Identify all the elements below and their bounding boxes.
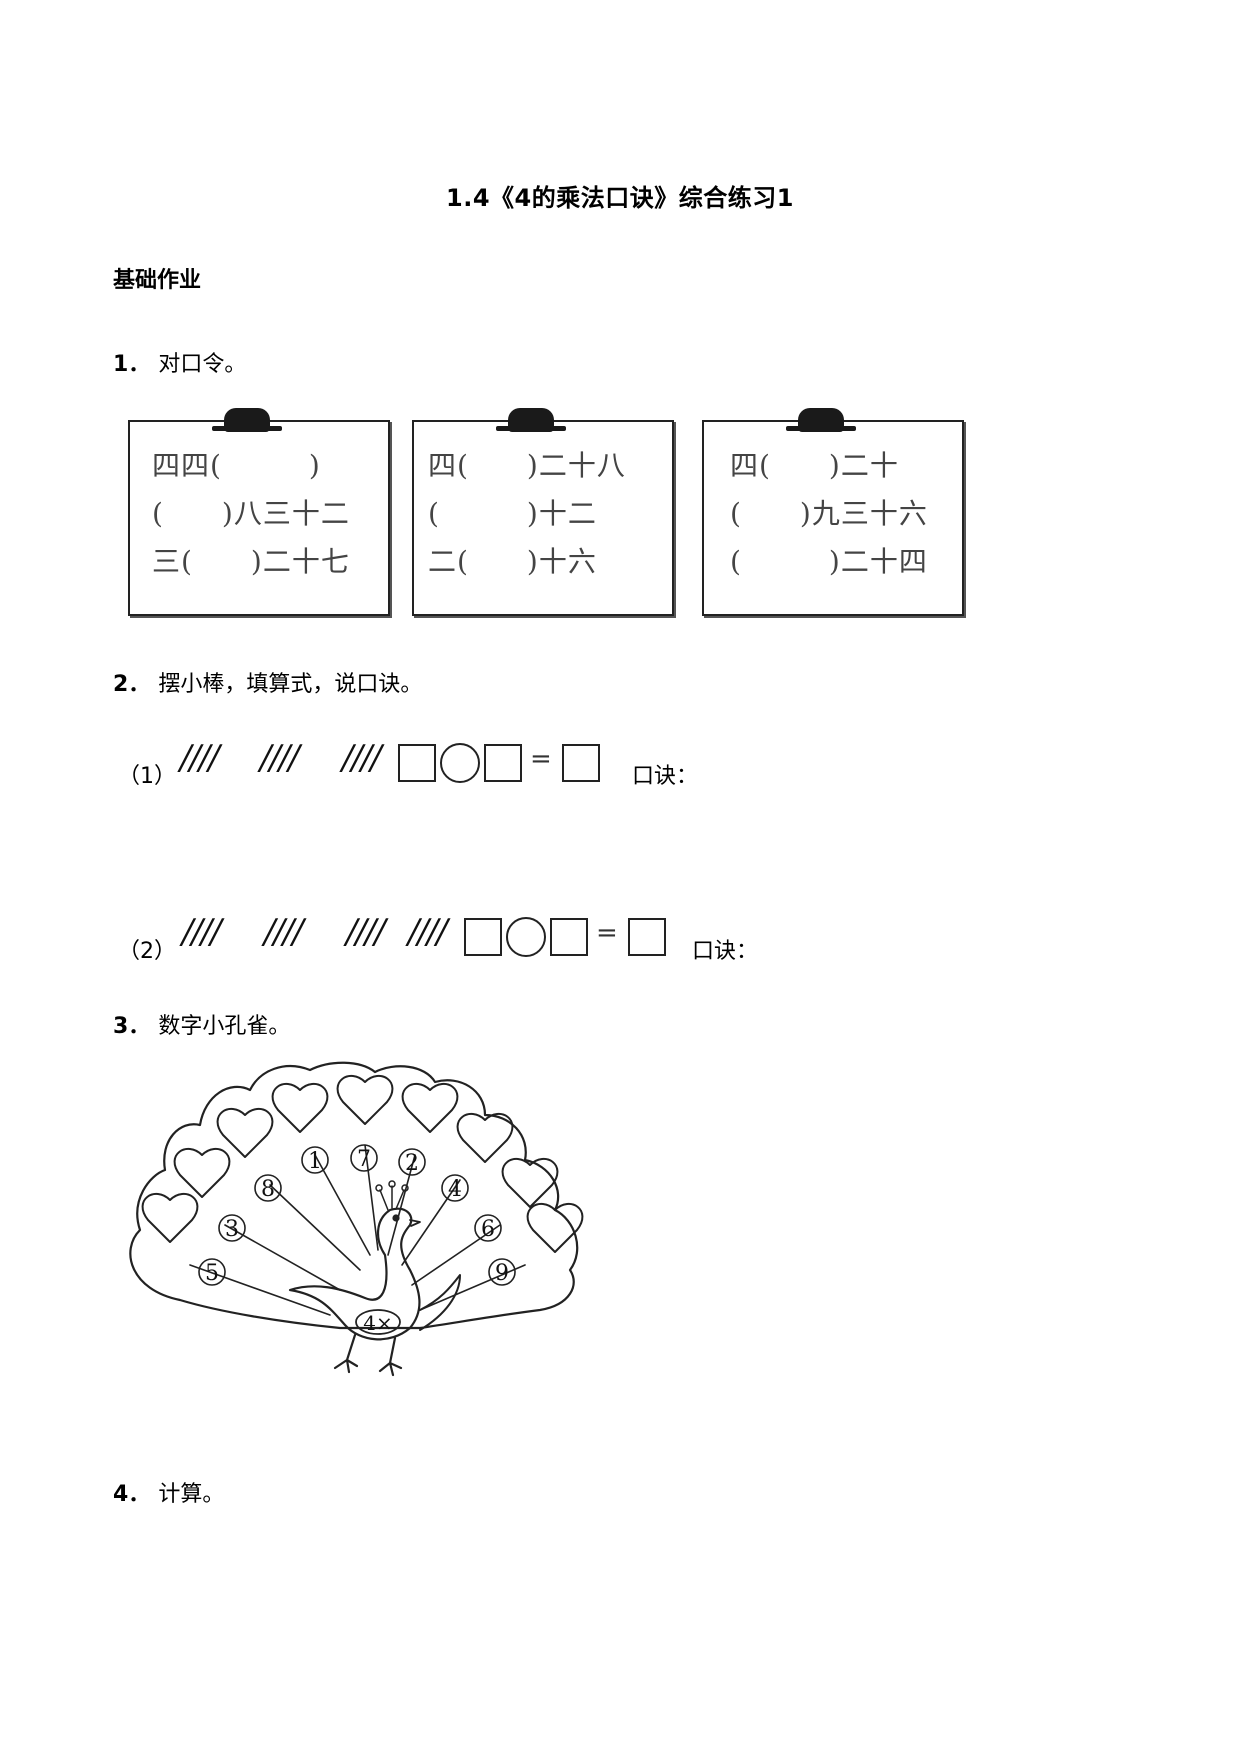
card-3-line-1: 四( )二十 (730, 449, 899, 482)
part-1-answer-box-1[interactable] (398, 744, 436, 782)
part-1-koujue-label: 口诀： (632, 764, 699, 789)
part-2-answer-box-1[interactable] (464, 918, 502, 956)
question-3-text: 数字小孔雀。 (158, 1014, 291, 1039)
question-2-number: 2． (113, 672, 151, 697)
part-1-operator-circle[interactable] (440, 743, 480, 783)
part-2-sticks-4: //// (408, 912, 448, 952)
peacock-illustration: 5 3 8 1 7 2 4 6 9 4× (129, 1061, 584, 1377)
clip-icon (508, 408, 554, 432)
part-2-answer-box-3[interactable] (628, 918, 666, 956)
peacock-number-7: 7 (357, 1147, 371, 1172)
part-1-equals: = (530, 744, 552, 774)
question-1: 1． 对口令。 (113, 346, 246, 378)
part-2-operator-circle[interactable] (506, 917, 546, 957)
clip-icon (798, 408, 844, 432)
peacock-tail-outline (129, 1061, 579, 1330)
part-2-equals: = (596, 918, 618, 948)
part-2-sticks-1: //// (182, 912, 222, 952)
question-4-number: 4． (113, 1482, 151, 1507)
question-3-number: 3． (113, 1014, 151, 1039)
question-4-text: 计算。 (158, 1482, 225, 1507)
part-1-answer-box-2[interactable] (484, 744, 522, 782)
number-circles (198, 1144, 516, 1286)
section-heading: 基础作业 (113, 268, 202, 293)
part-1-sticks-2: //// (260, 738, 300, 778)
number-labels: 5 3 8 1 7 2 4 6 9 4× (205, 1147, 509, 1335)
card-2-line-2: ( )十二 (428, 497, 597, 530)
part-2-koujue-label: 口诀： (692, 939, 759, 964)
peacock-body (288, 1207, 421, 1341)
part-1-label: （1） (118, 764, 176, 789)
part-2-label: （2） (118, 939, 176, 964)
card-3: 四( )二十 ( )九三十六 ( )二十四 (702, 408, 964, 616)
peacock-number-3: 3 (225, 1217, 239, 1242)
card-1: 四四( ) ( )八三十二 三( )二十七 (128, 408, 390, 616)
peacock-number-9: 9 (495, 1261, 509, 1286)
card-2-line-1: 四( )二十八 (428, 449, 626, 482)
feather-lines (189, 1144, 526, 1316)
card-1-line-1: 四四( ) (152, 449, 321, 482)
part-1-sticks-3: //// (342, 738, 382, 778)
part-1-answer-box-3[interactable] (562, 744, 600, 782)
clip-icon (224, 408, 270, 432)
card-2-line-3: 二( )十六 (428, 545, 597, 578)
center-oval (355, 1309, 401, 1335)
card-2: 四( )二十八 ( )十二 二( )十六 (412, 408, 674, 616)
part-1-sticks-1: //// (180, 738, 220, 778)
heart-shapes (141, 1075, 584, 1253)
question-2-text: 摆小棒，填算式，说口诀。 (158, 672, 423, 697)
part-2-sticks-3: //// (346, 912, 386, 952)
peacock-legs (333, 1333, 403, 1377)
peacock-number-4: 4 (448, 1177, 462, 1202)
card-1-line-3: 三( )二十七 (152, 545, 350, 578)
part-2-sticks-2: //// (264, 912, 304, 952)
question-2: 2． 摆小棒，填算式，说口诀。 (113, 666, 422, 698)
peacock-number-5: 5 (205, 1261, 219, 1286)
peacock-crest (375, 1180, 409, 1211)
question-3: 3． 数字小孔雀。 (113, 1008, 290, 1040)
page-title: 1.4《4的乘法口诀》综合练习1 (446, 184, 794, 212)
question-1-number: 1． (113, 352, 151, 377)
card-3-line-3: ( )二十四 (730, 545, 928, 578)
peacock-number-1: 1 (308, 1149, 322, 1174)
card-1-line-2: ( )八三十二 (152, 497, 350, 530)
peacock-number-8: 8 (261, 1177, 275, 1202)
peacock-center-label: 4× (363, 1311, 392, 1335)
question-4: 4． 计算。 (113, 1476, 224, 1508)
card-3-line-2: ( )九三十六 (730, 497, 928, 530)
peacock-number-2: 2 (405, 1151, 419, 1176)
part-2-answer-box-2[interactable] (550, 918, 588, 956)
question-1-text: 对口令。 (158, 352, 247, 377)
peacock-number-6: 6 (481, 1217, 495, 1242)
